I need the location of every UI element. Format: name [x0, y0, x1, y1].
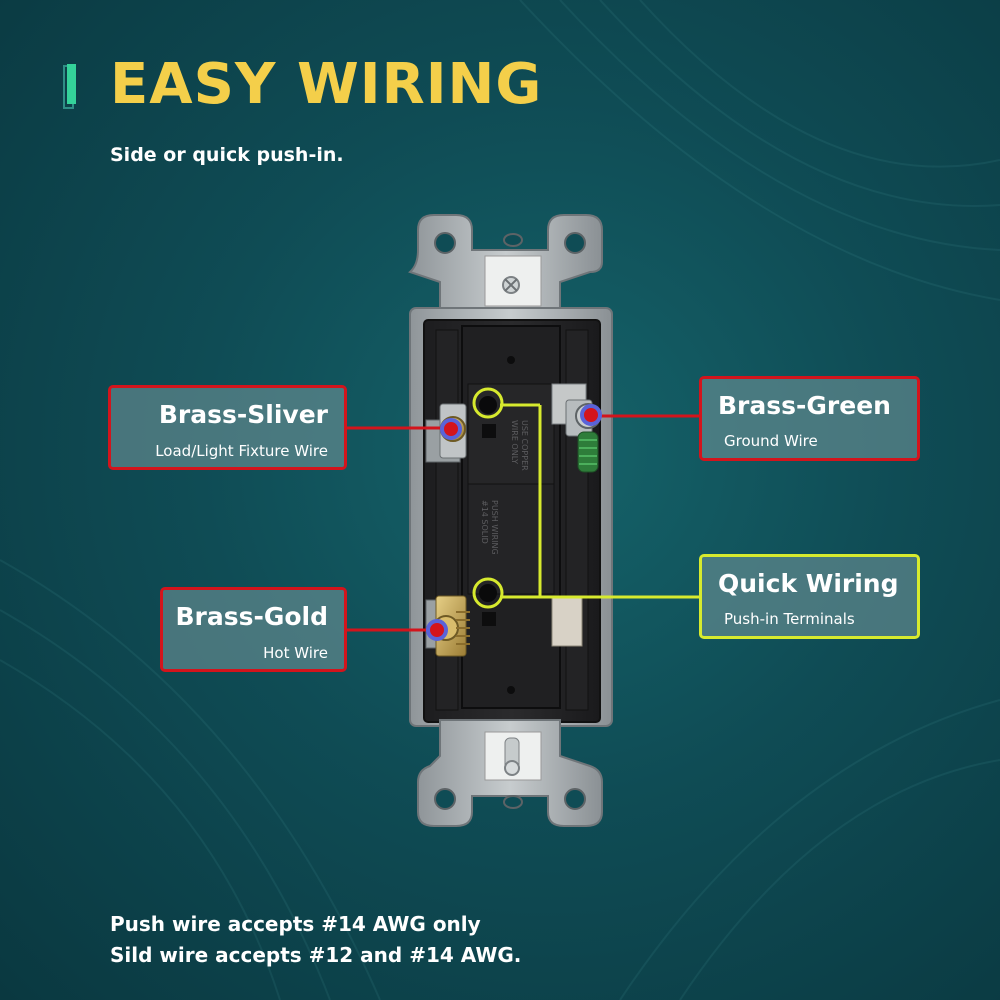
- brass-gold-marker: [426, 619, 448, 641]
- callout-quick-wiring-title: Quick Wiring: [718, 569, 899, 598]
- svg-text:PUSH WIRING: PUSH WIRING: [490, 500, 499, 555]
- callout-brass-sliver: Brass-Sliver Load/Light Fixture Wire: [108, 385, 347, 470]
- svg-text:WIRE ONLY: WIRE ONLY: [510, 420, 519, 464]
- page-title: EASY WIRING: [110, 52, 543, 117]
- brass-sliver-marker: [440, 418, 462, 440]
- callout-brass-sliver-title: Brass-Sliver: [158, 400, 328, 429]
- callout-brass-green-title: Brass-Green: [718, 391, 891, 420]
- svg-text:USE COPPER: USE COPPER: [520, 420, 529, 471]
- footnote-push-wire: Push wire accepts #14 AWG only: [110, 912, 481, 936]
- callout-brass-green-subtitle: Ground Wire: [724, 432, 818, 450]
- callout-quick-wiring: Quick Wiring Push-in Terminals: [699, 554, 920, 639]
- title-accent-icon: [63, 64, 76, 109]
- callout-quick-wiring-subtitle: Push-in Terminals: [724, 610, 855, 628]
- callout-brass-green: Brass-Green Ground Wire: [699, 376, 920, 461]
- brass-green-marker: [580, 404, 602, 426]
- svg-text:#14 SOLID: #14 SOLID: [480, 500, 489, 544]
- callout-brass-gold-title: Brass-Gold: [175, 602, 328, 631]
- quick-wiring-marker-bottom: [472, 577, 504, 609]
- callout-brass-gold-subtitle: Hot Wire: [263, 644, 328, 662]
- quick-wiring-marker-top: [472, 387, 504, 419]
- footnote-side-wire: Sild wire accepts #12 and #14 AWG.: [110, 943, 522, 967]
- page-subtitle: Side or quick push-in.: [110, 144, 344, 166]
- callout-brass-sliver-subtitle: Load/Light Fixture Wire: [155, 442, 328, 460]
- callout-brass-gold: Brass-Gold Hot Wire: [160, 587, 347, 672]
